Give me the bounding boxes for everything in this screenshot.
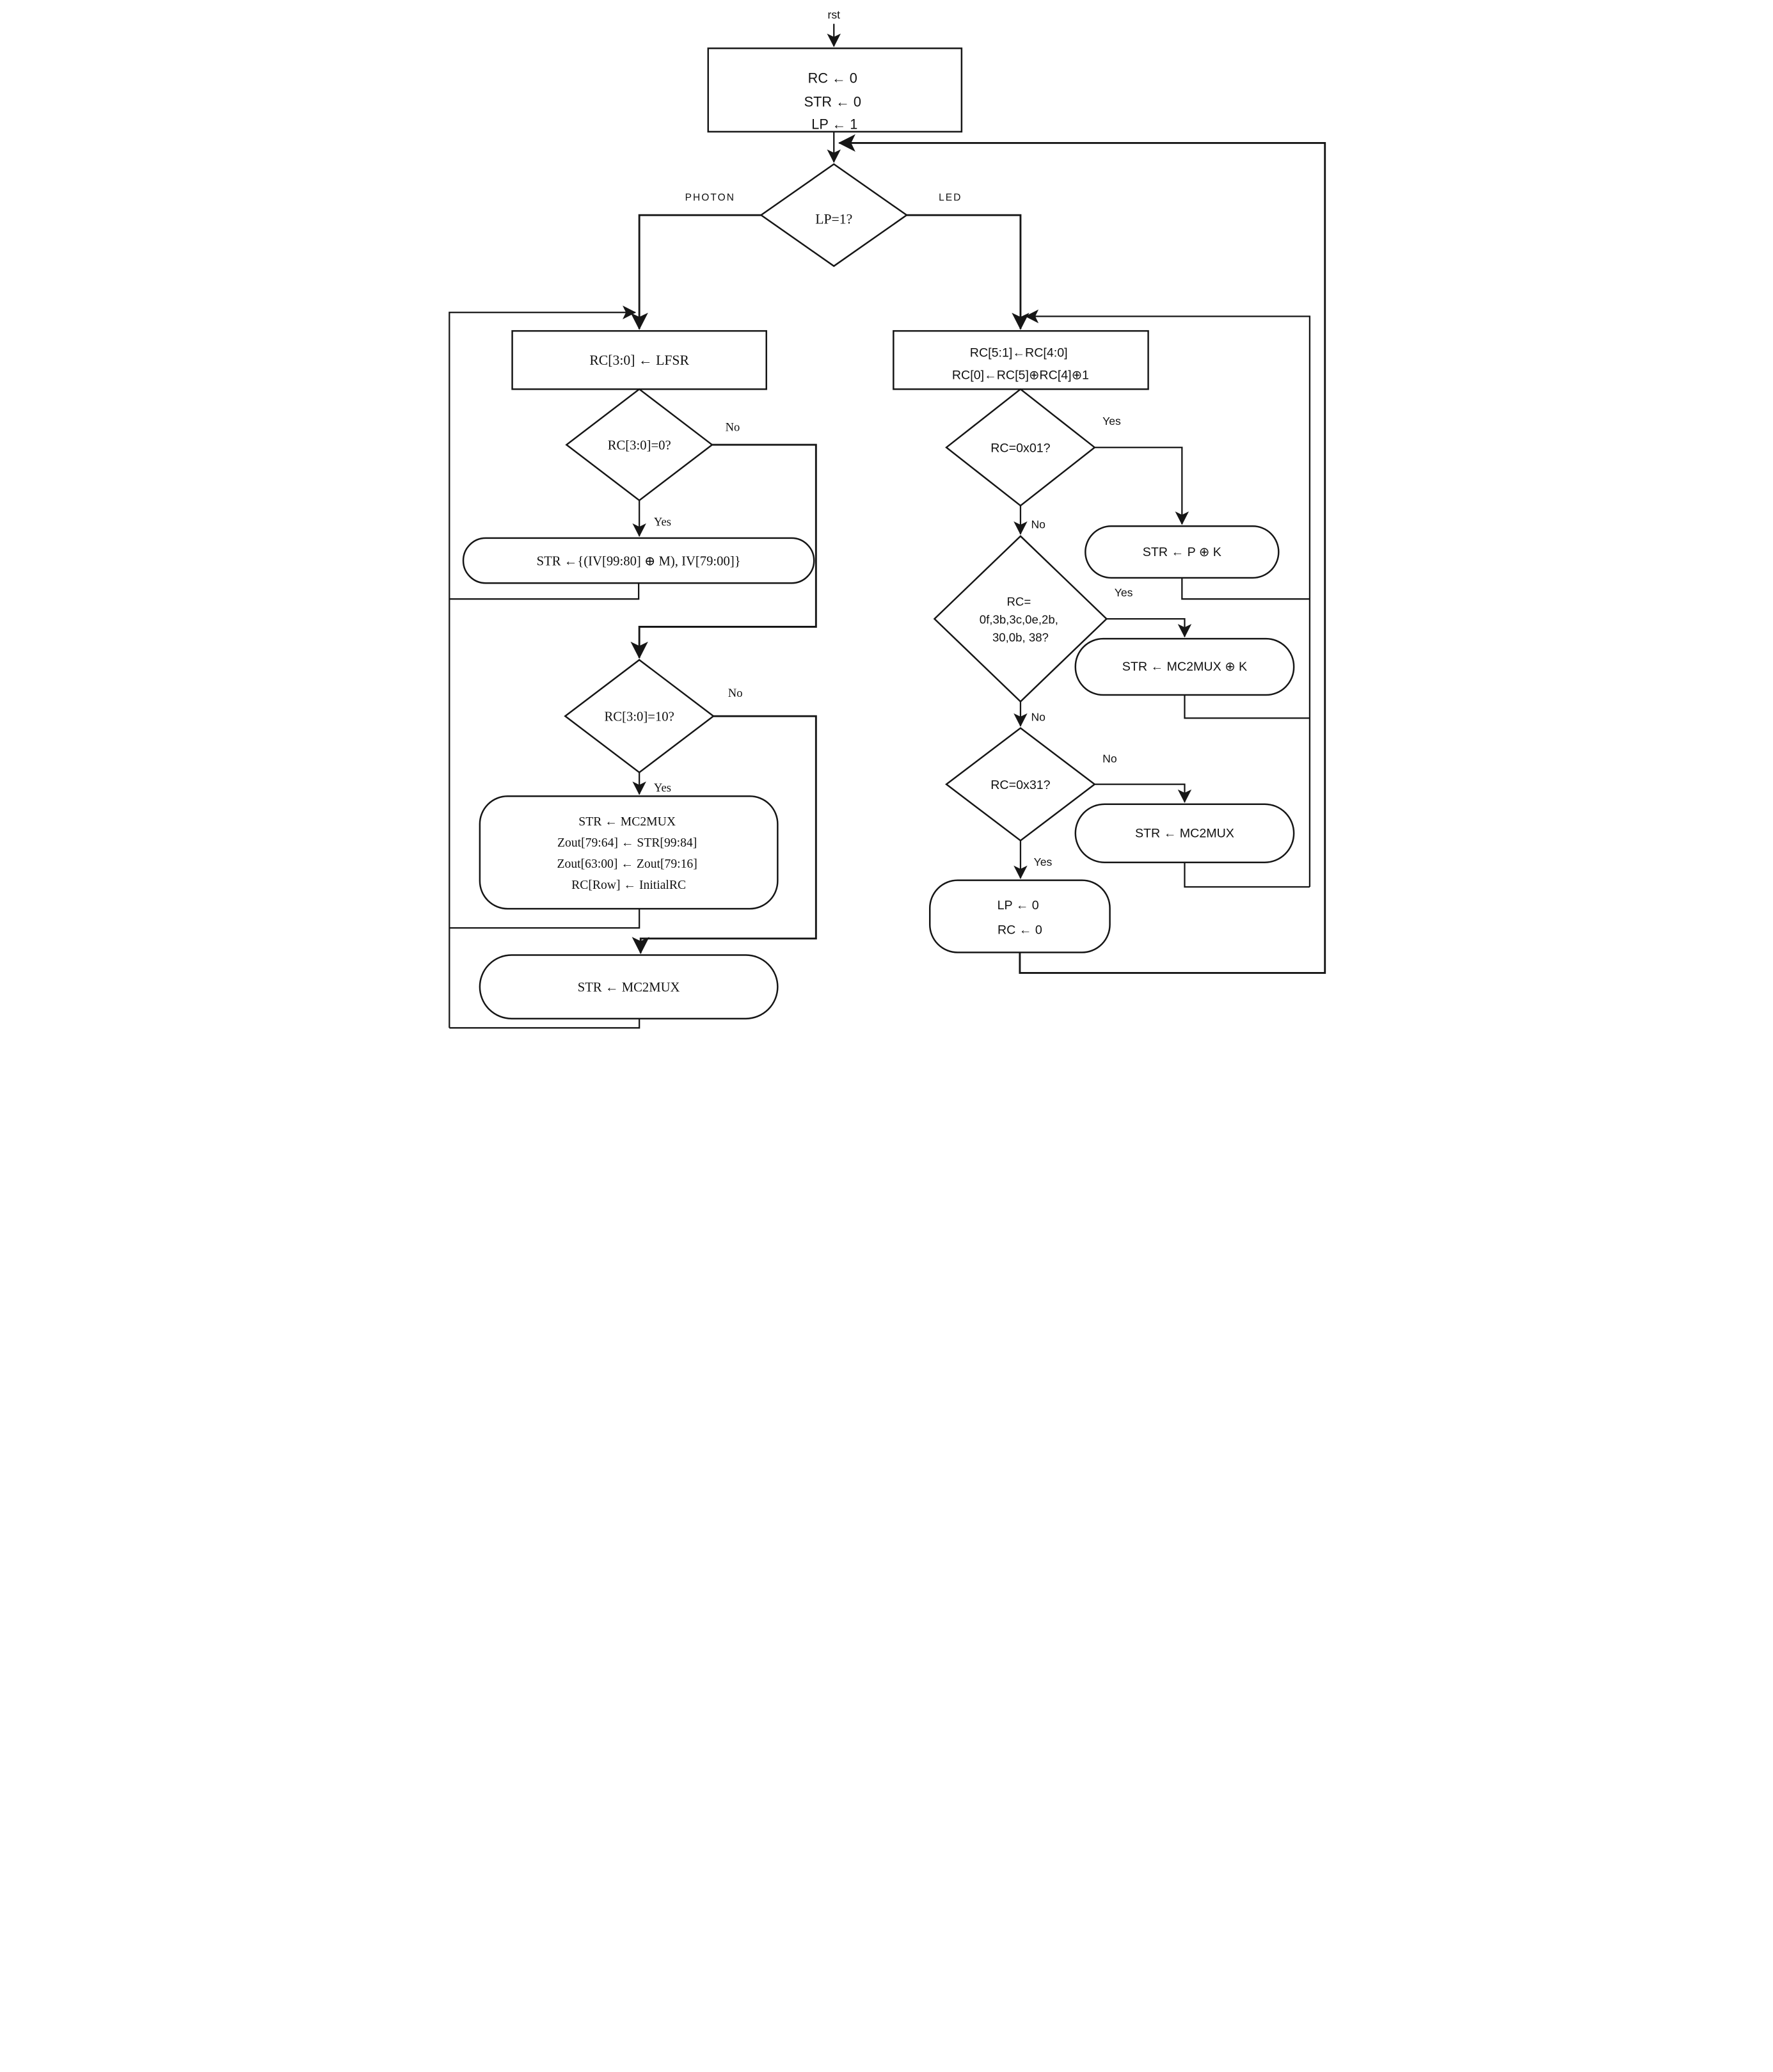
rc-set-no-label: No bbox=[1031, 710, 1046, 723]
rc10-decision-text: RC[3:0]=10? bbox=[604, 710, 674, 724]
lfsr-text: RC[3:0] ← LFSR bbox=[589, 353, 689, 368]
init-box bbox=[706, 47, 962, 133]
str-p-xor-k-box bbox=[1084, 525, 1280, 579]
str-p-xor-k-text: STR ← P ⊕ K bbox=[1142, 545, 1221, 559]
node-str-p-xor-k: STR ← P ⊕ K bbox=[1084, 525, 1280, 579]
node-rc-set-decision: RC= 0f,3b,3c,0e,2b, 30,0b, 38? bbox=[933, 535, 1108, 703]
rc31-decision-text: RC=0x31? bbox=[990, 778, 1050, 792]
rc-update-text: RC[5:1]←RC[4:0] RC[0]←RC[5]⊕RC[4]⊕1 bbox=[951, 346, 1088, 383]
node-photon-output: STR ← MC2MUX Zout[79:64] ← STR[99:84] Zo… bbox=[479, 795, 779, 910]
str-iv-box bbox=[462, 537, 815, 584]
node-rc-update: RC[5:1]←RC[4:0] RC[0]←RC[5]⊕RC[4]⊕1 bbox=[892, 330, 1149, 390]
rc01-yes-label: Yes bbox=[1102, 415, 1121, 427]
rst-label: rst bbox=[827, 8, 840, 21]
photon-output-text: STR ← MC2MUX Zout[79:64] ← STR[99:84] Zo… bbox=[557, 815, 700, 892]
node-init: RC ← 0 STR ← 0 LP ← 1 bbox=[706, 47, 962, 133]
rc01-decision-text: RC=0x01? bbox=[990, 441, 1050, 455]
rc01-no-label: No bbox=[1031, 518, 1046, 530]
rc0-decision-text: RC[3:0]=0? bbox=[607, 438, 671, 452]
init-text: RC ← 0 STR ← 0 LP ← 1 bbox=[804, 70, 864, 132]
edge-rc31-no bbox=[1094, 783, 1191, 803]
photon-output-box bbox=[479, 795, 779, 910]
lfsr-box bbox=[511, 330, 767, 390]
node-lfsr: RC[3:0] ← LFSR bbox=[511, 330, 767, 390]
edge-photon-output-out bbox=[449, 909, 640, 929]
lp-reset-text: LP ← 0 RC ← 0 bbox=[997, 898, 1042, 937]
node-rc10-decision: RC[3:0]=10? bbox=[563, 658, 715, 774]
rc01-decision-diamond bbox=[944, 388, 1096, 507]
rc10-no-label: No bbox=[727, 687, 742, 700]
lp-reset-box bbox=[928, 879, 1111, 953]
edge-rc10-no bbox=[632, 715, 817, 954]
lp-decision-text: LP=1? bbox=[815, 212, 852, 227]
str-mc2mux-left-box bbox=[479, 954, 779, 1020]
edge-photon-branch bbox=[630, 214, 761, 330]
rc10-decision-diamond bbox=[563, 658, 715, 774]
node-str-mc2mux-left: STR ← MC2MUX bbox=[479, 954, 779, 1020]
str-iv-text: STR ←{(IV[99:80] ⊕ M), IV[79:00]} bbox=[536, 554, 740, 568]
edge-striv-out bbox=[449, 583, 639, 600]
lp-decision-diamond bbox=[759, 163, 908, 267]
flowchart-page: RC ← 0 STR ← 0 LP ← 1 LP=1? PHOTON LED r… bbox=[443, 0, 1330, 1037]
str-mc2mux-xor-k-box bbox=[1074, 637, 1294, 696]
rc0-decision-diamond bbox=[564, 388, 713, 502]
node-str-mc2mux-right: STR ← MC2MUX bbox=[1074, 803, 1294, 863]
edge-str-pk-out bbox=[1181, 577, 1310, 600]
edge-str-mc2mux-k-out bbox=[1183, 695, 1310, 719]
edge-rc0-no bbox=[630, 443, 817, 659]
rc31-no-label: No bbox=[1102, 753, 1117, 765]
node-str-mc2mux-xor-k: STR ← MC2MUX ⊕ K bbox=[1074, 637, 1294, 696]
rc10-yes-label: Yes bbox=[653, 781, 671, 795]
node-rc01-decision: RC=0x01? bbox=[944, 388, 1096, 507]
edge-rc01-yes bbox=[1094, 447, 1189, 525]
led-branch-label: LED bbox=[939, 192, 962, 203]
rc-set-decision-diamond bbox=[933, 535, 1108, 703]
str-mc2mux-left-text: STR ← MC2MUX bbox=[577, 980, 680, 994]
node-rc31-decision: RC=0x31? bbox=[944, 727, 1096, 842]
node-lp-reset: LP ← 0 RC ← 0 bbox=[928, 879, 1111, 953]
str-mc2mux-xor-k-text: STR ← MC2MUX ⊕ K bbox=[1122, 660, 1246, 674]
flowchart-canvas: RC ← 0 STR ← 0 LP ← 1 LP=1? PHOTON LED r… bbox=[448, 8, 1326, 1029]
edge-str-mc2mux-left-out bbox=[449, 1018, 640, 1029]
node-str-iv: STR ←{(IV[99:80] ⊕ M), IV[79:00]} bbox=[462, 537, 815, 584]
rc0-yes-label: Yes bbox=[653, 515, 671, 529]
str-mc2mux-right-text: STR ← MC2MUX bbox=[1134, 826, 1234, 840]
rc31-decision-diamond bbox=[944, 727, 1096, 842]
rc0-no-label: No bbox=[725, 420, 740, 434]
rc-set-yes-label: Yes bbox=[1114, 586, 1133, 599]
node-rc0-decision: RC[3:0]=0? bbox=[564, 388, 713, 502]
rc31-yes-label: Yes bbox=[1033, 856, 1052, 868]
str-mc2mux-right-box bbox=[1074, 803, 1294, 863]
edge-rc-set-yes bbox=[1106, 618, 1191, 638]
edge-str-mc2mux-right-out bbox=[1183, 862, 1310, 888]
rc-set-decision-text: RC= 0f,3b,3c,0e,2b, 30,0b, 38? bbox=[979, 594, 1061, 644]
edge-led-branch bbox=[906, 214, 1030, 330]
edge-right-feedback-rail bbox=[1024, 309, 1310, 887]
edge-lp-reset-loop bbox=[838, 134, 1326, 974]
edge-left-feedback-rail bbox=[448, 305, 636, 1028]
node-lp-decision: LP=1? bbox=[759, 163, 908, 267]
rc-update-box bbox=[892, 330, 1149, 390]
photon-branch-label: PHOTON bbox=[685, 192, 735, 203]
